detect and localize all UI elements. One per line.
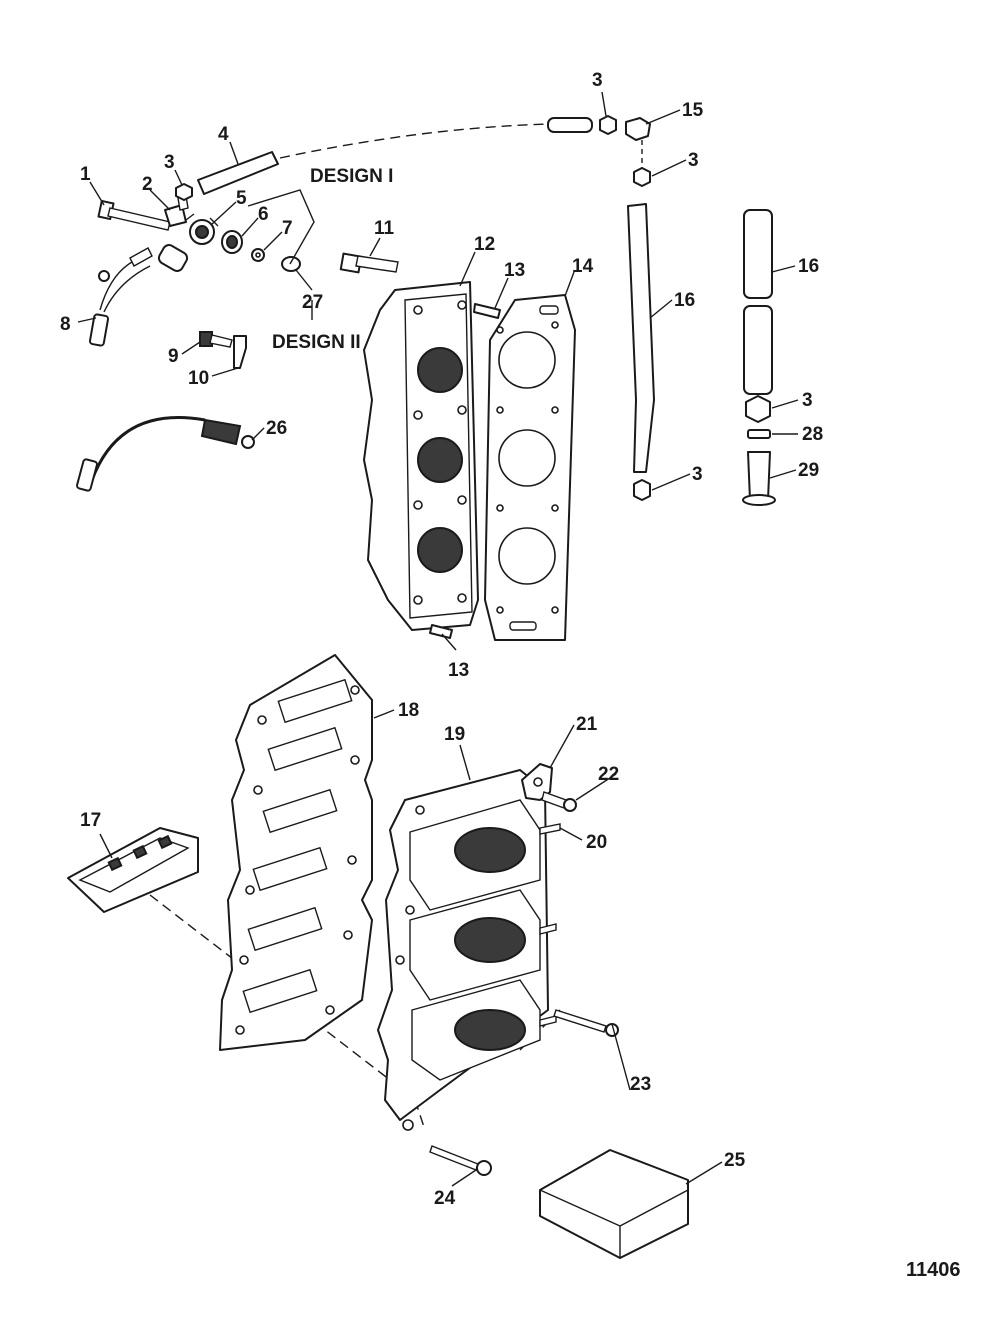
fitting-part-15 [625, 117, 651, 141]
dowel-pin-part-13-a [473, 303, 501, 319]
bolt-part-11 [339, 252, 399, 274]
leader-lines [77, 91, 799, 1187]
intake-manifold-part-19 [377, 769, 549, 1131]
reed-block-part-17 [67, 827, 199, 913]
callout-9: 9 [168, 346, 179, 367]
washer-part-7 [251, 248, 265, 262]
sensor-part-26 [76, 416, 255, 492]
hose-part-16-b [743, 209, 773, 395]
callout-14: 14 [572, 256, 594, 277]
callout-17: 17 [80, 810, 101, 831]
fitting-part-29 [742, 451, 776, 506]
callout-25: 25 [724, 1150, 746, 1171]
callout-27: 27 [302, 292, 323, 313]
callout-19: 19 [444, 724, 465, 745]
callout-3-d: 3 [802, 390, 813, 411]
cover-part-25 [539, 1149, 689, 1259]
callout-5: 5 [236, 188, 247, 209]
callout-13-a: 13 [504, 260, 525, 281]
callout-20: 20 [586, 832, 607, 853]
callout-7: 7 [282, 218, 293, 239]
callout-13-b: 13 [448, 660, 469, 681]
callout-2: 2 [142, 174, 153, 195]
cylinder-head-part-12 [363, 281, 479, 631]
callout-8: 8 [60, 314, 71, 335]
gasket-part-18 [219, 654, 373, 1051]
hose-routing-line [279, 123, 549, 159]
callout-22: 22 [598, 764, 619, 785]
callout-28: 28 [802, 424, 823, 445]
nut-part-3-e [633, 479, 651, 501]
bolt-part-1 [97, 199, 171, 231]
design-1-label: DESIGN I [310, 166, 393, 187]
screw-part-22 [541, 791, 577, 812]
screw-part-9 [199, 331, 233, 348]
head-gasket-part-14 [484, 294, 576, 641]
hose-part-16-a [627, 203, 655, 473]
callout-12: 12 [474, 234, 495, 255]
callout-18: 18 [398, 700, 419, 721]
nut-part-3-b [599, 115, 617, 135]
stud-part-20 [539, 823, 561, 1027]
bracket-part-21 [521, 763, 553, 801]
design-2-label: DESIGN II [272, 332, 361, 353]
nut-part-3-c [633, 167, 651, 187]
callout-21: 21 [576, 714, 598, 735]
callout-29: 29 [798, 460, 819, 481]
callout-3-a: 3 [164, 152, 175, 173]
thermostat-part-5 [185, 213, 219, 245]
callout-10: 10 [188, 368, 209, 389]
screw-part-23 [553, 1009, 619, 1037]
hose-part-4 [197, 151, 279, 195]
callout-4: 4 [218, 124, 229, 145]
callout-16-a: 16 [674, 290, 695, 311]
callout-23: 23 [630, 1074, 651, 1095]
callout-3-e: 3 [692, 464, 703, 485]
spring-part-6 [221, 230, 243, 254]
clip-part-10 [233, 335, 247, 369]
callout-26: 26 [266, 418, 287, 439]
harness-part-8 [88, 244, 189, 347]
dowel-pin-part-13-b [429, 624, 453, 639]
o-ring-part-27 [281, 256, 301, 272]
hose-fitting-assembly [547, 115, 651, 187]
screw-part-24 [429, 1145, 492, 1176]
figure-number: 11406 [906, 1259, 961, 1281]
nut-part-3-d [745, 395, 771, 423]
nut-part-3-a [175, 183, 193, 201]
callout-24: 24 [434, 1188, 456, 1209]
callout-3-b: 3 [592, 70, 603, 91]
callout-11: 11 [374, 218, 395, 239]
callout-16-b: 16 [798, 256, 819, 277]
callout-6: 6 [258, 204, 269, 225]
callout-3-c: 3 [688, 150, 699, 171]
callout-15: 15 [682, 100, 704, 121]
sleeve-part-28 [747, 429, 771, 439]
callout-1: 1 [80, 164, 91, 185]
